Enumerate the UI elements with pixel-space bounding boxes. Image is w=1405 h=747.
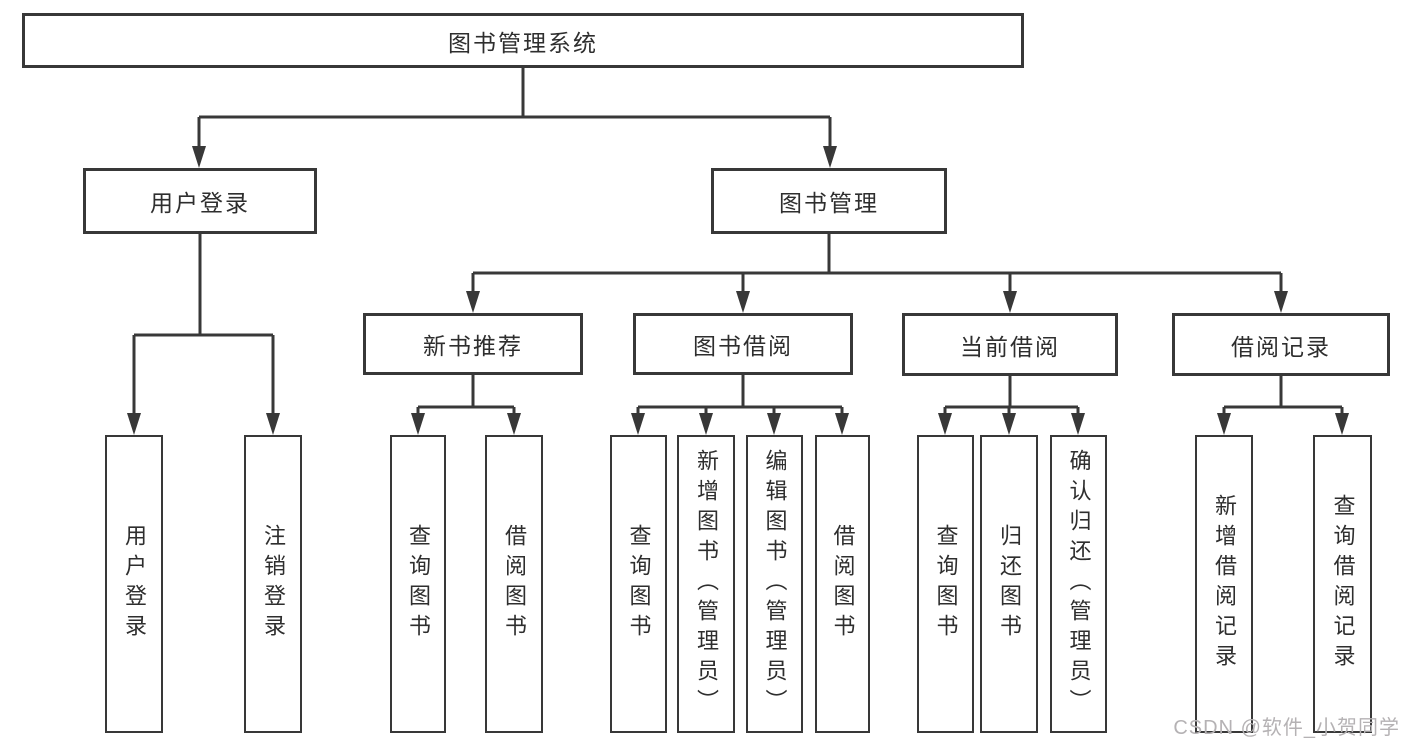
leaf-record-add-borrow-record-label: 新增借阅记录	[1212, 494, 1237, 674]
leaf-current-confirm-return-admin-label: 确认归还（管理员）	[1066, 449, 1092, 719]
leaf-logout-login: 注销登录	[244, 435, 302, 733]
arrowheads	[127, 146, 1349, 435]
leaf-newbook-query-books: 查询图书	[390, 435, 446, 733]
node-root-library-system: 图书管理系统	[22, 13, 1024, 68]
node-root-label: 图书管理系统	[448, 29, 598, 56]
leaf-user-login-label: 用户登录	[122, 524, 147, 644]
node-new-book-recommend-label: 新书推荐	[423, 333, 523, 359]
leaf-borrow-borrow-books-label: 借阅图书	[830, 524, 856, 644]
node-book-borrow-label: 图书借阅	[693, 333, 793, 359]
node-borrow-record-label: 借阅记录	[1231, 333, 1331, 360]
leaf-newbook-borrow-books: 借阅图书	[485, 435, 543, 733]
leaf-record-add-borrow-record: 新增借阅记录	[1195, 435, 1253, 733]
node-book-management: 图书管理	[711, 168, 947, 234]
leaf-current-confirm-return-admin: 确认归还（管理员）	[1050, 435, 1107, 733]
leaf-borrow-edit-books-admin-label: 编辑图书（管理员）	[762, 449, 788, 719]
node-user-login-label: 用户登录	[150, 190, 250, 216]
leaf-current-query-books-label: 查询图书	[933, 524, 959, 644]
leaf-borrow-add-books-admin-label: 新增图书（管理员）	[694, 449, 719, 719]
leaf-current-return-books: 归还图书	[980, 435, 1038, 733]
node-user-login: 用户登录	[83, 168, 317, 234]
node-current-borrow: 当前借阅	[902, 313, 1118, 376]
leaf-current-query-books: 查询图书	[917, 435, 974, 733]
leaf-newbook-query-books-label: 查询图书	[406, 524, 431, 644]
node-book-borrow: 图书借阅	[633, 313, 853, 375]
leaf-borrow-query-books: 查询图书	[610, 435, 667, 733]
leaf-current-return-books-label: 归还图书	[997, 524, 1022, 644]
leaf-borrow-borrow-books: 借阅图书	[815, 435, 870, 733]
node-book-management-label: 图书管理	[779, 190, 879, 216]
leaf-newbook-borrow-books-label: 借阅图书	[502, 524, 527, 644]
node-new-book-recommend: 新书推荐	[363, 313, 583, 375]
leaf-borrow-add-books-admin: 新增图书（管理员）	[677, 435, 735, 733]
node-current-borrow-label: 当前借阅	[960, 333, 1060, 360]
node-borrow-record: 借阅记录	[1172, 313, 1390, 376]
leaf-logout-login-label: 注销登录	[261, 524, 286, 644]
csdn-watermark: CSDN @软件_小贺同学	[1173, 717, 1400, 739]
leaf-record-query-borrow-record-label: 查询借阅记录	[1330, 494, 1356, 674]
leaf-borrow-edit-books-admin: 编辑图书（管理员）	[746, 435, 803, 733]
leaf-user-login: 用户登录	[105, 435, 163, 733]
leaf-borrow-query-books-label: 查询图书	[626, 524, 652, 644]
leaf-record-query-borrow-record: 查询借阅记录	[1313, 435, 1372, 733]
